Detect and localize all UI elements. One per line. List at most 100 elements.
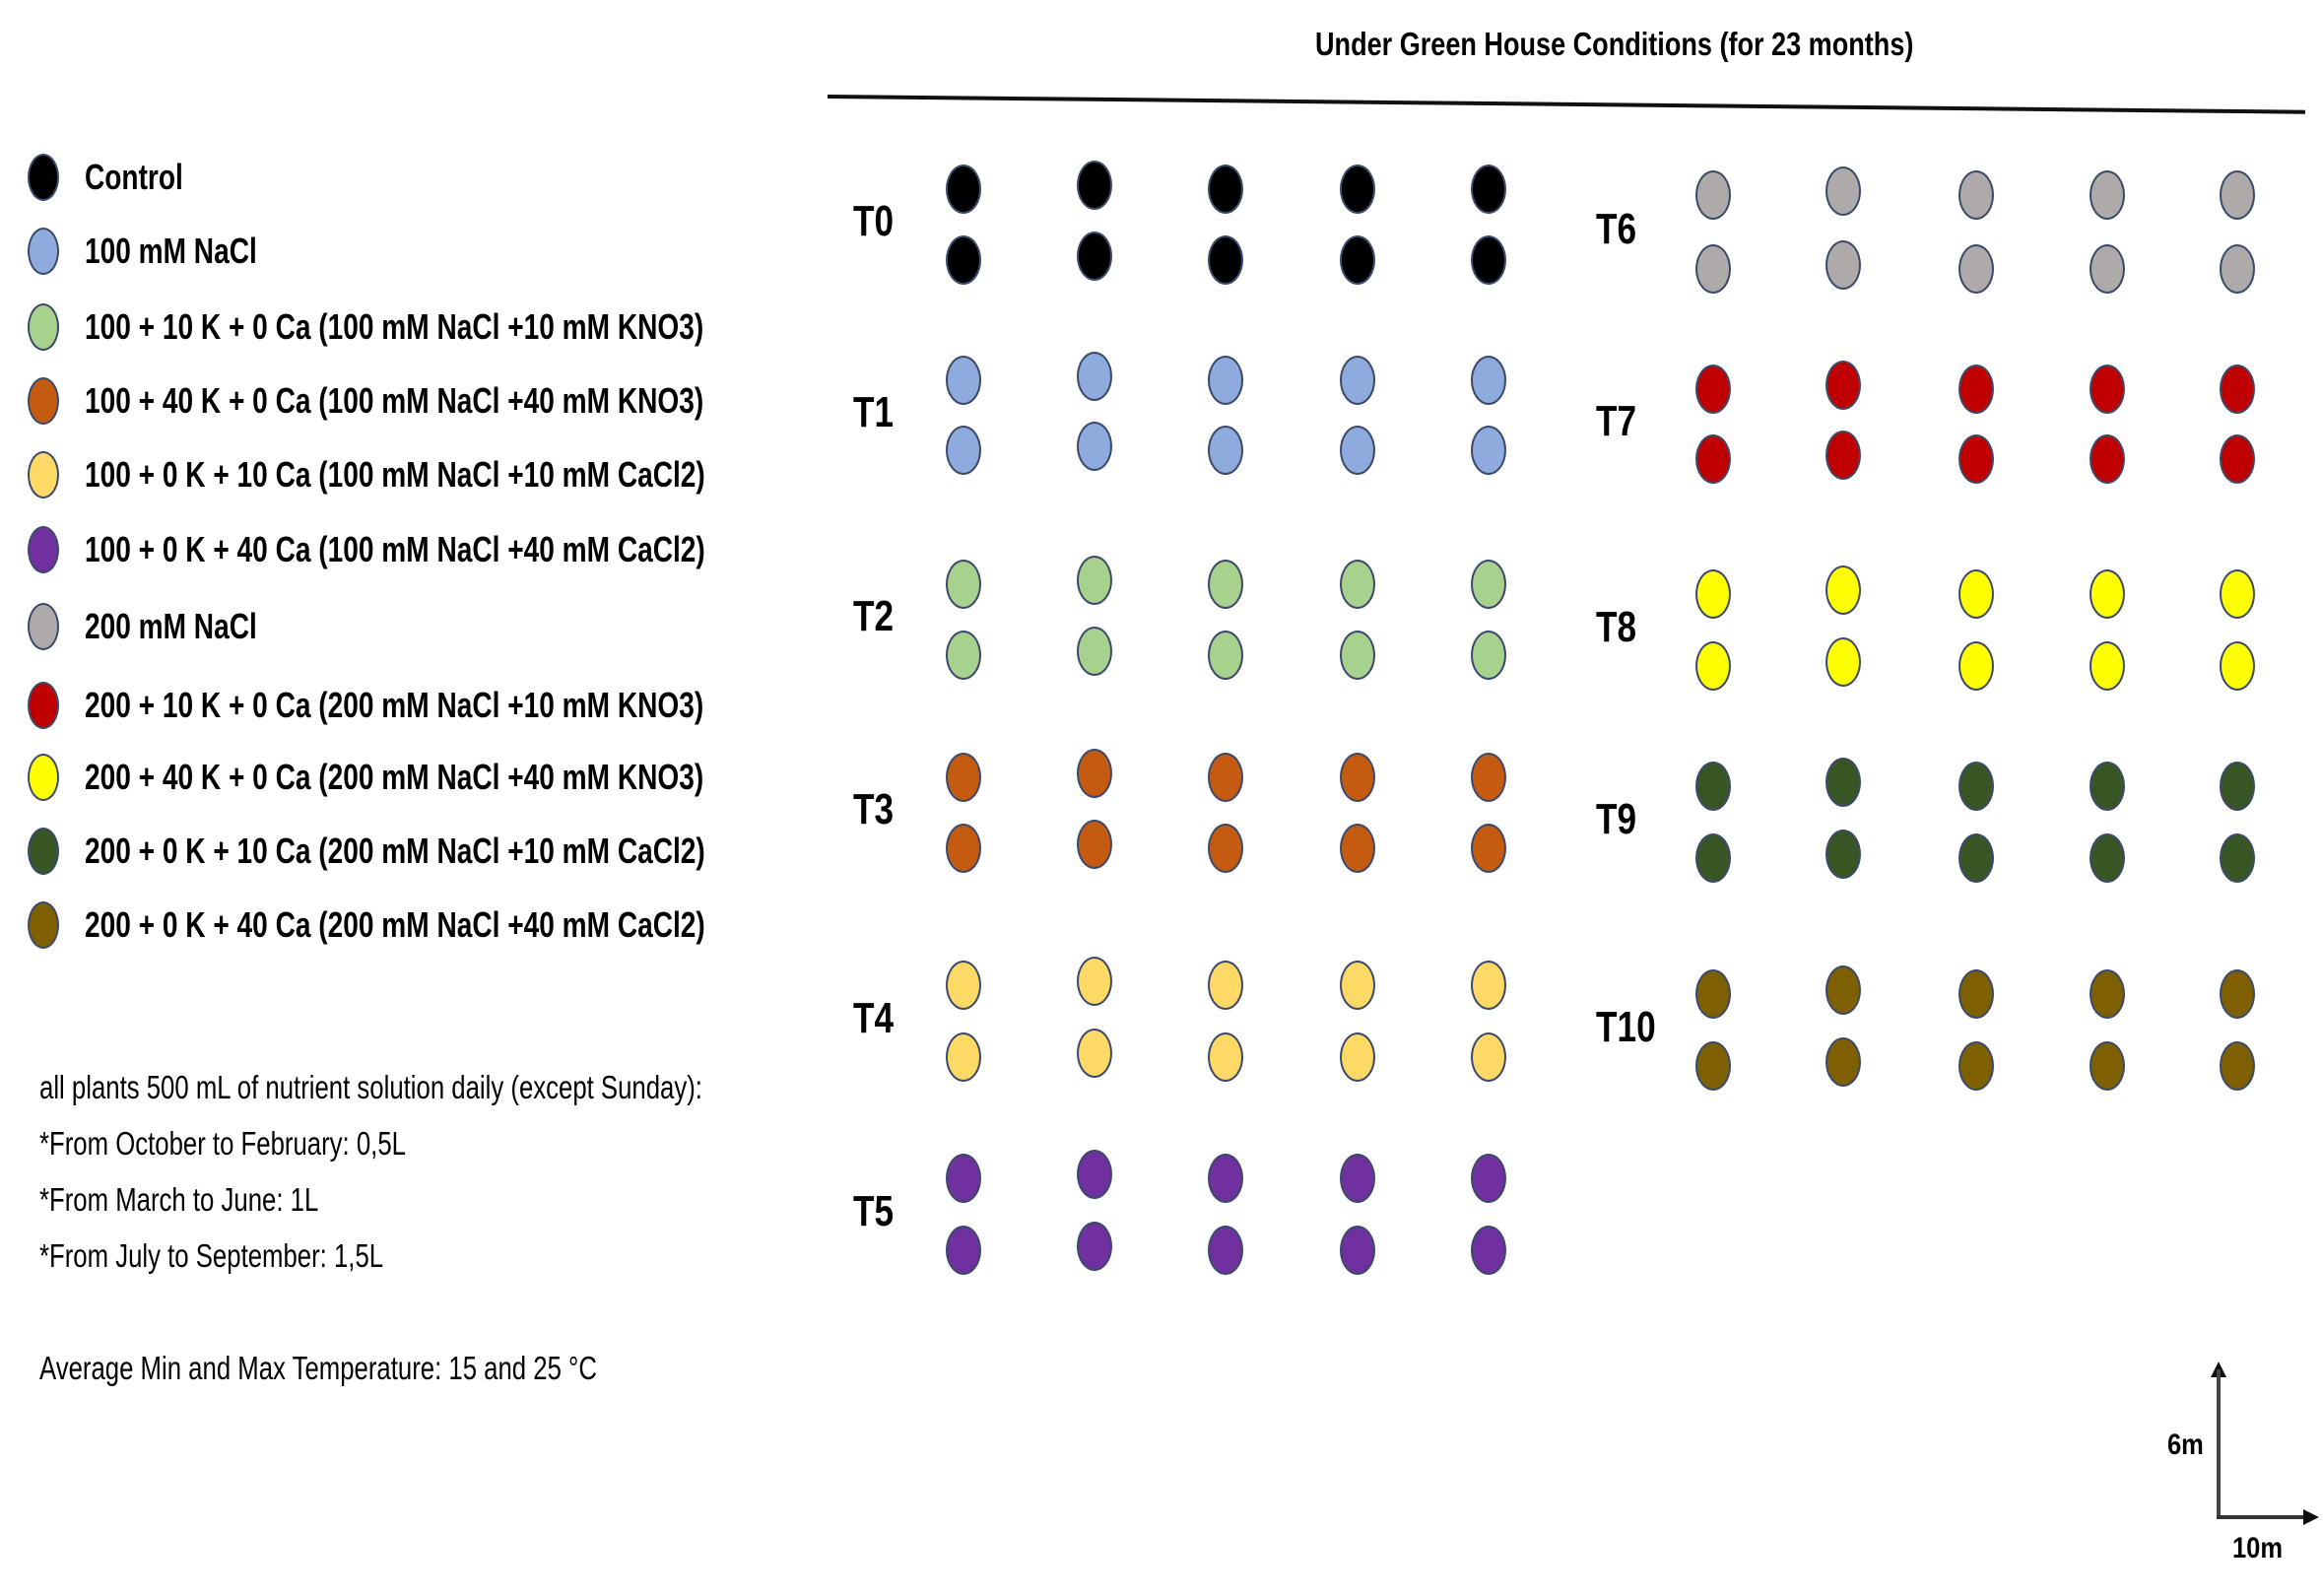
arrow-right-icon <box>2303 1509 2319 1525</box>
plant-marker <box>1695 641 1731 691</box>
plant-marker <box>1958 1041 1994 1091</box>
plant-marker <box>1340 753 1375 802</box>
plant-marker <box>1471 426 1506 475</box>
legend-item: 200 mM NaCl <box>28 603 305 650</box>
plant-marker <box>946 426 981 475</box>
note-line: *From July to September: 1,5L <box>39 1237 384 1274</box>
plant-marker <box>2220 641 2255 691</box>
plant-marker <box>1471 824 1506 873</box>
legend-label: 100 + 0 K + 40 Ca (100 mM NaCl +40 mM Ca… <box>85 529 705 569</box>
plant-marker <box>1825 361 1861 410</box>
plant-marker <box>1471 165 1506 214</box>
plant-marker <box>2090 434 2125 484</box>
legend-item: 200 + 0 K + 40 Ca (200 mM NaCl +40 mM Ca… <box>28 901 880 949</box>
note-line: *From October to February: 0,5L <box>39 1125 406 1162</box>
plant-marker <box>2090 969 2125 1019</box>
legend-swatch-icon <box>28 901 59 949</box>
plant-marker <box>1825 758 1861 807</box>
plant-marker <box>1208 1032 1243 1082</box>
plant-marker <box>946 560 981 609</box>
plant-marker <box>2220 1041 2255 1091</box>
legend-label: 200 mM NaCl <box>85 606 257 646</box>
treatment-label: T10 <box>1596 1002 1656 1051</box>
plant-marker <box>1208 356 1243 405</box>
plant-marker <box>946 824 981 873</box>
plant-marker <box>2220 569 2255 619</box>
plant-marker <box>2090 1041 2125 1091</box>
plant-marker <box>1825 240 1861 290</box>
plant-marker <box>1077 820 1112 869</box>
plant-marker <box>2220 244 2255 294</box>
plant-marker <box>2220 762 2255 811</box>
scale-bar-vertical <box>2217 1369 2221 1517</box>
plant-marker <box>1471 631 1506 680</box>
plant-marker <box>1471 753 1506 802</box>
plant-marker <box>946 1226 981 1275</box>
plant-marker <box>1077 556 1112 605</box>
plant-marker <box>1825 1037 1861 1087</box>
plant-marker <box>1077 422 1112 471</box>
plant-marker <box>1958 969 1994 1019</box>
plant-marker <box>1208 1154 1243 1203</box>
plant-marker <box>946 961 981 1010</box>
plant-marker <box>1208 426 1243 475</box>
plant-marker <box>1695 365 1731 414</box>
plant-marker <box>946 356 981 405</box>
plant-marker <box>1208 961 1243 1010</box>
plant-marker <box>1340 235 1375 285</box>
plant-marker <box>1471 560 1506 609</box>
plant-marker <box>1695 170 1731 220</box>
plant-marker <box>946 165 981 214</box>
plant-marker <box>1958 434 1994 484</box>
plant-marker <box>2090 641 2125 691</box>
scale-label-vertical: 6m <box>2167 1429 2204 1461</box>
treatment-label: T7 <box>1596 396 1637 445</box>
legend-item: 200 + 40 K + 0 Ca (200 mM NaCl +40 mM KN… <box>28 754 878 801</box>
plant-marker <box>1077 627 1112 676</box>
plant-marker <box>1695 833 1731 883</box>
temperature-note: Average Min and Max Temperature: 15 and … <box>39 1350 597 1386</box>
legend-item: 100 + 0 K + 40 Ca (100 mM NaCl +40 mM Ca… <box>28 526 880 573</box>
treatment-label: T6 <box>1596 204 1637 253</box>
plant-marker <box>1695 244 1731 294</box>
plant-marker <box>1077 1029 1112 1078</box>
plant-marker <box>1340 824 1375 873</box>
plant-marker <box>1958 365 1994 414</box>
legend-swatch-icon <box>28 303 59 351</box>
legend-label: 100 mM NaCl <box>85 231 257 271</box>
plant-marker <box>1825 166 1861 216</box>
plant-marker <box>1958 762 1994 811</box>
plant-marker <box>1471 1226 1506 1275</box>
legend-label: 200 + 0 K + 40 Ca (200 mM NaCl +40 mM Ca… <box>85 904 705 945</box>
legend-label: 100 + 40 K + 0 Ca (100 mM NaCl +40 mM KN… <box>85 380 704 421</box>
plant-marker <box>1825 965 1861 1015</box>
plant-marker <box>946 753 981 802</box>
plant-marker <box>1471 1032 1506 1082</box>
plant-marker <box>2090 365 2125 414</box>
plant-marker <box>1471 1154 1506 1203</box>
plant-marker <box>2090 569 2125 619</box>
legend-item: 200 + 0 K + 10 Ca (200 mM NaCl +10 mM Ca… <box>28 828 880 875</box>
legend-label: 200 + 0 K + 10 Ca (200 mM NaCl +10 mM Ca… <box>85 831 705 871</box>
plant-marker <box>1340 1226 1375 1275</box>
plant-marker <box>1695 434 1731 484</box>
legend-label: 100 + 10 K + 0 Ca (100 mM NaCl +10 mM KN… <box>85 306 704 347</box>
plant-marker <box>2090 244 2125 294</box>
plant-marker <box>1340 1154 1375 1203</box>
legend-label: 200 + 10 K + 0 Ca (200 mM NaCl +10 mM KN… <box>85 685 704 725</box>
plant-marker <box>1340 560 1375 609</box>
plant-marker <box>1825 637 1861 687</box>
plant-marker <box>1208 1226 1243 1275</box>
plant-marker <box>1077 1150 1112 1199</box>
legend-label: 100 + 0 K + 10 Ca (100 mM NaCl +10 mM Ca… <box>85 454 705 495</box>
plant-marker <box>1825 830 1861 879</box>
plant-marker <box>1208 753 1243 802</box>
plant-marker <box>2220 833 2255 883</box>
plant-marker <box>1695 569 1731 619</box>
treatment-label: T8 <box>1596 602 1637 651</box>
plant-marker <box>1077 161 1112 210</box>
plant-marker <box>946 631 981 680</box>
treatment-label: T0 <box>853 197 895 245</box>
plant-marker <box>1695 969 1731 1019</box>
plant-marker <box>2090 170 2125 220</box>
